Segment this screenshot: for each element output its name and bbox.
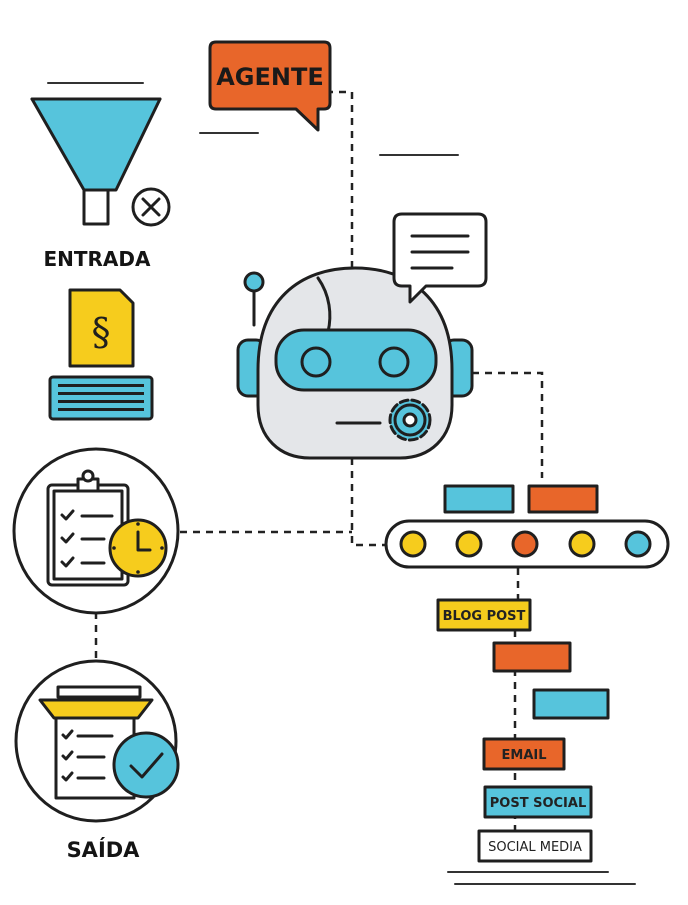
svg-text:§: § — [92, 310, 111, 354]
funnel-icon — [30, 97, 171, 227]
social-media-tag — [477, 829, 593, 863]
orange-tag — [492, 641, 572, 673]
checklist-clock-icon — [12, 447, 180, 615]
decorative-lines — [47, 82, 636, 885]
robot-icon — [236, 266, 474, 460]
output-label: SAÍDA — [67, 837, 141, 862]
gear-icon — [388, 398, 432, 442]
blog-post-tag — [436, 598, 532, 632]
agent-speech-bubble: AGENTE — [208, 40, 332, 132]
email-tag — [482, 737, 566, 771]
dashed-connectors — [94, 90, 544, 842]
social-media-label: SOCIAL MEDIA — [488, 840, 582, 855]
post-social-label: POST SOCIAL — [490, 796, 586, 811]
cyan-tag — [532, 688, 610, 720]
pipeline-tags: BLOG POST EMAIL POST SOCIAL SOCIAL MEDIA — [436, 598, 610, 863]
chat-bubble-icon — [392, 212, 488, 304]
agent-label: AGENTE — [216, 63, 324, 91]
input-label: ENTRADA — [43, 247, 151, 271]
keyboard-icon — [48, 375, 154, 421]
conveyor-belt — [384, 484, 670, 569]
legal-document-icon: § — [68, 288, 135, 368]
post-social-tag — [483, 785, 593, 819]
email-label: EMAIL — [502, 748, 547, 763]
check-icon — [112, 731, 180, 799]
output-check-icon — [14, 659, 180, 823]
blog-post-label: BLOG POST — [443, 609, 526, 624]
